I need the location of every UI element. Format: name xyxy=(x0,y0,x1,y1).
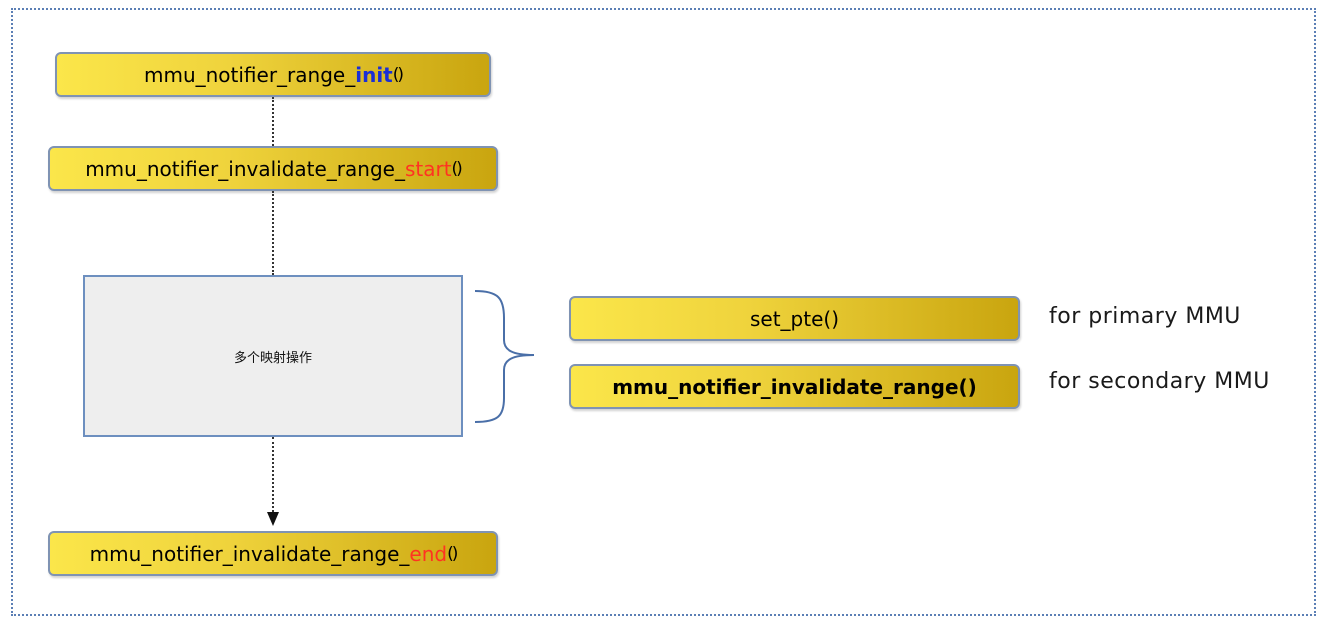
mapping-operations-label: 多个映射操作 xyxy=(233,350,312,366)
init-node-prefix: mmu_notifier_range_ xyxy=(143,62,356,87)
end-node: mmu_notifier_invalidate_range_end() xyxy=(48,531,498,576)
start-node-prefix: mmu_notifier_invalidate_range_ xyxy=(85,156,405,181)
set-pte-label: set_pte() xyxy=(749,306,839,331)
diagram-frame xyxy=(11,8,1316,616)
end-node-keyword: end xyxy=(409,541,448,566)
init-node-keyword: init xyxy=(355,62,393,87)
mapping-operations-box: 多个映射操作 xyxy=(83,275,463,437)
arrowhead-down xyxy=(267,512,279,526)
start-node: mmu_notifier_invalidate_range_start() xyxy=(48,146,498,191)
invalidate-range-node: mmu_notifier_invalidate_range() xyxy=(569,364,1020,409)
start-node-suffix: () xyxy=(451,158,463,179)
init-node: mmu_notifier_range_init() xyxy=(55,52,491,97)
start-node-keyword: start xyxy=(404,156,452,181)
end-node-prefix: mmu_notifier_invalidate_range_ xyxy=(89,541,410,566)
curly-brace xyxy=(474,290,535,423)
invalidate-range-label: mmu_notifier_invalidate_range() xyxy=(612,374,977,399)
primary-mmu-label: for primary MMU xyxy=(1049,304,1241,329)
connector-init-start xyxy=(272,97,274,146)
secondary-mmu-label: for secondary MMU xyxy=(1049,369,1270,394)
connector-ops-end xyxy=(272,437,274,512)
end-node-suffix: () xyxy=(447,543,458,564)
connector-start-ops xyxy=(272,191,274,275)
set-pte-node: set_pte() xyxy=(569,296,1020,341)
init-node-suffix: () xyxy=(392,64,404,85)
